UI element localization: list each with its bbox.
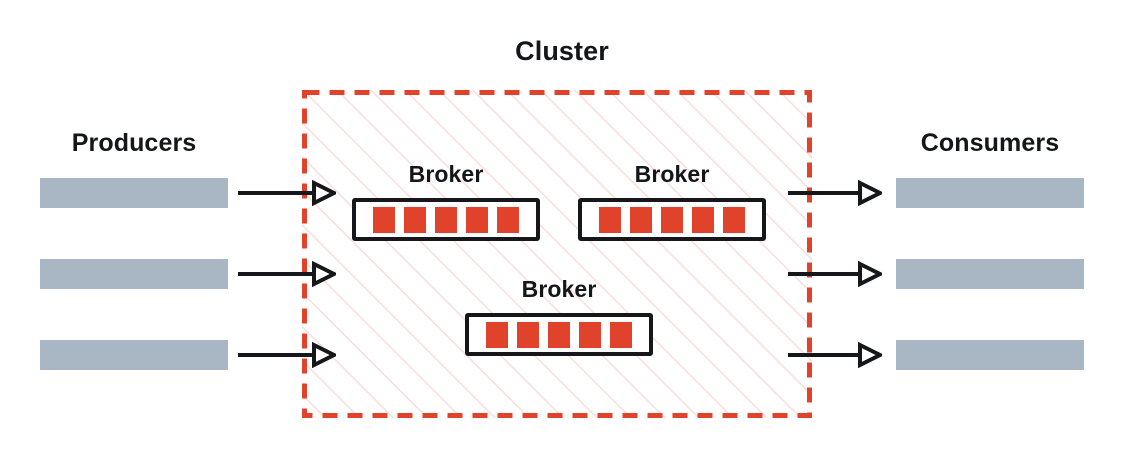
partition-block — [723, 206, 745, 233]
consumers-label: Consumers — [920, 129, 1060, 157]
partition-block — [486, 321, 508, 348]
partition-block — [373, 206, 395, 233]
outbound-arrow-icon — [788, 341, 885, 369]
partition-block — [497, 206, 519, 233]
partition-block — [692, 206, 714, 233]
cluster-boundary — [302, 90, 812, 418]
consumer-bar[interactable] — [896, 178, 1084, 208]
partition-block — [599, 206, 621, 233]
cluster-hatch-pattern — [302, 90, 812, 418]
partition-block — [466, 206, 488, 233]
outbound-arrow-icon — [788, 179, 885, 207]
cluster-title: Cluster — [515, 36, 609, 66]
broker-label: Broker — [521, 276, 597, 302]
partition-block — [630, 206, 652, 233]
partition-block — [435, 206, 457, 233]
outbound-arrow-icon — [788, 260, 885, 288]
partition-block — [404, 206, 426, 233]
broker-label: Broker — [408, 161, 484, 187]
consumer-bar[interactable] — [896, 259, 1084, 289]
inbound-arrow-icon — [238, 341, 339, 369]
consumer-bar[interactable] — [896, 340, 1084, 370]
producer-bar[interactable] — [40, 340, 228, 370]
producers-label: Producers — [71, 129, 197, 157]
inbound-arrow-icon — [238, 260, 339, 288]
broker-label: Broker — [634, 161, 710, 187]
partition-block — [661, 206, 683, 233]
inbound-arrow-icon — [238, 179, 339, 207]
partition-block — [517, 321, 539, 348]
producer-bar[interactable] — [40, 178, 228, 208]
partition-block — [548, 321, 570, 348]
broker-node[interactable] — [578, 198, 766, 241]
broker-node[interactable] — [352, 198, 540, 241]
producer-bar[interactable] — [40, 259, 228, 289]
partition-block — [610, 321, 632, 348]
partition-block — [579, 321, 601, 348]
broker-node[interactable] — [465, 313, 653, 356]
